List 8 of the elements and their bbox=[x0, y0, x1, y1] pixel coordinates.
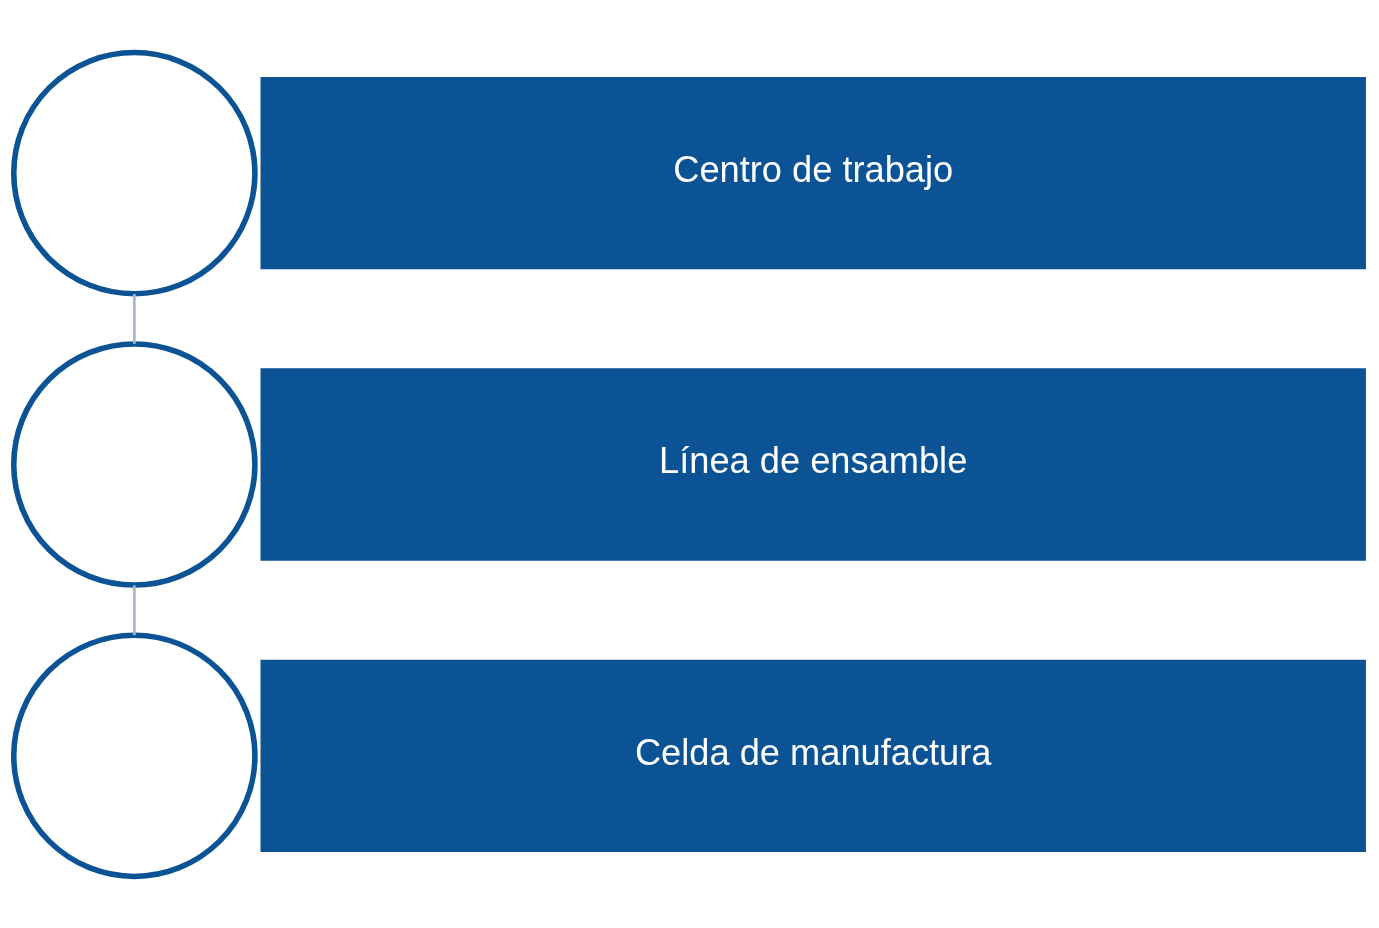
node-box: Línea de ensamble bbox=[260, 367, 1366, 561]
node-circle bbox=[10, 340, 258, 588]
node-box: Centro de trabajo bbox=[260, 76, 1366, 269]
connector bbox=[132, 293, 136, 344]
connector bbox=[132, 584, 136, 635]
node-box: Celda de manufactura bbox=[260, 659, 1366, 852]
node-circle bbox=[10, 631, 258, 879]
node-circle bbox=[10, 49, 258, 297]
